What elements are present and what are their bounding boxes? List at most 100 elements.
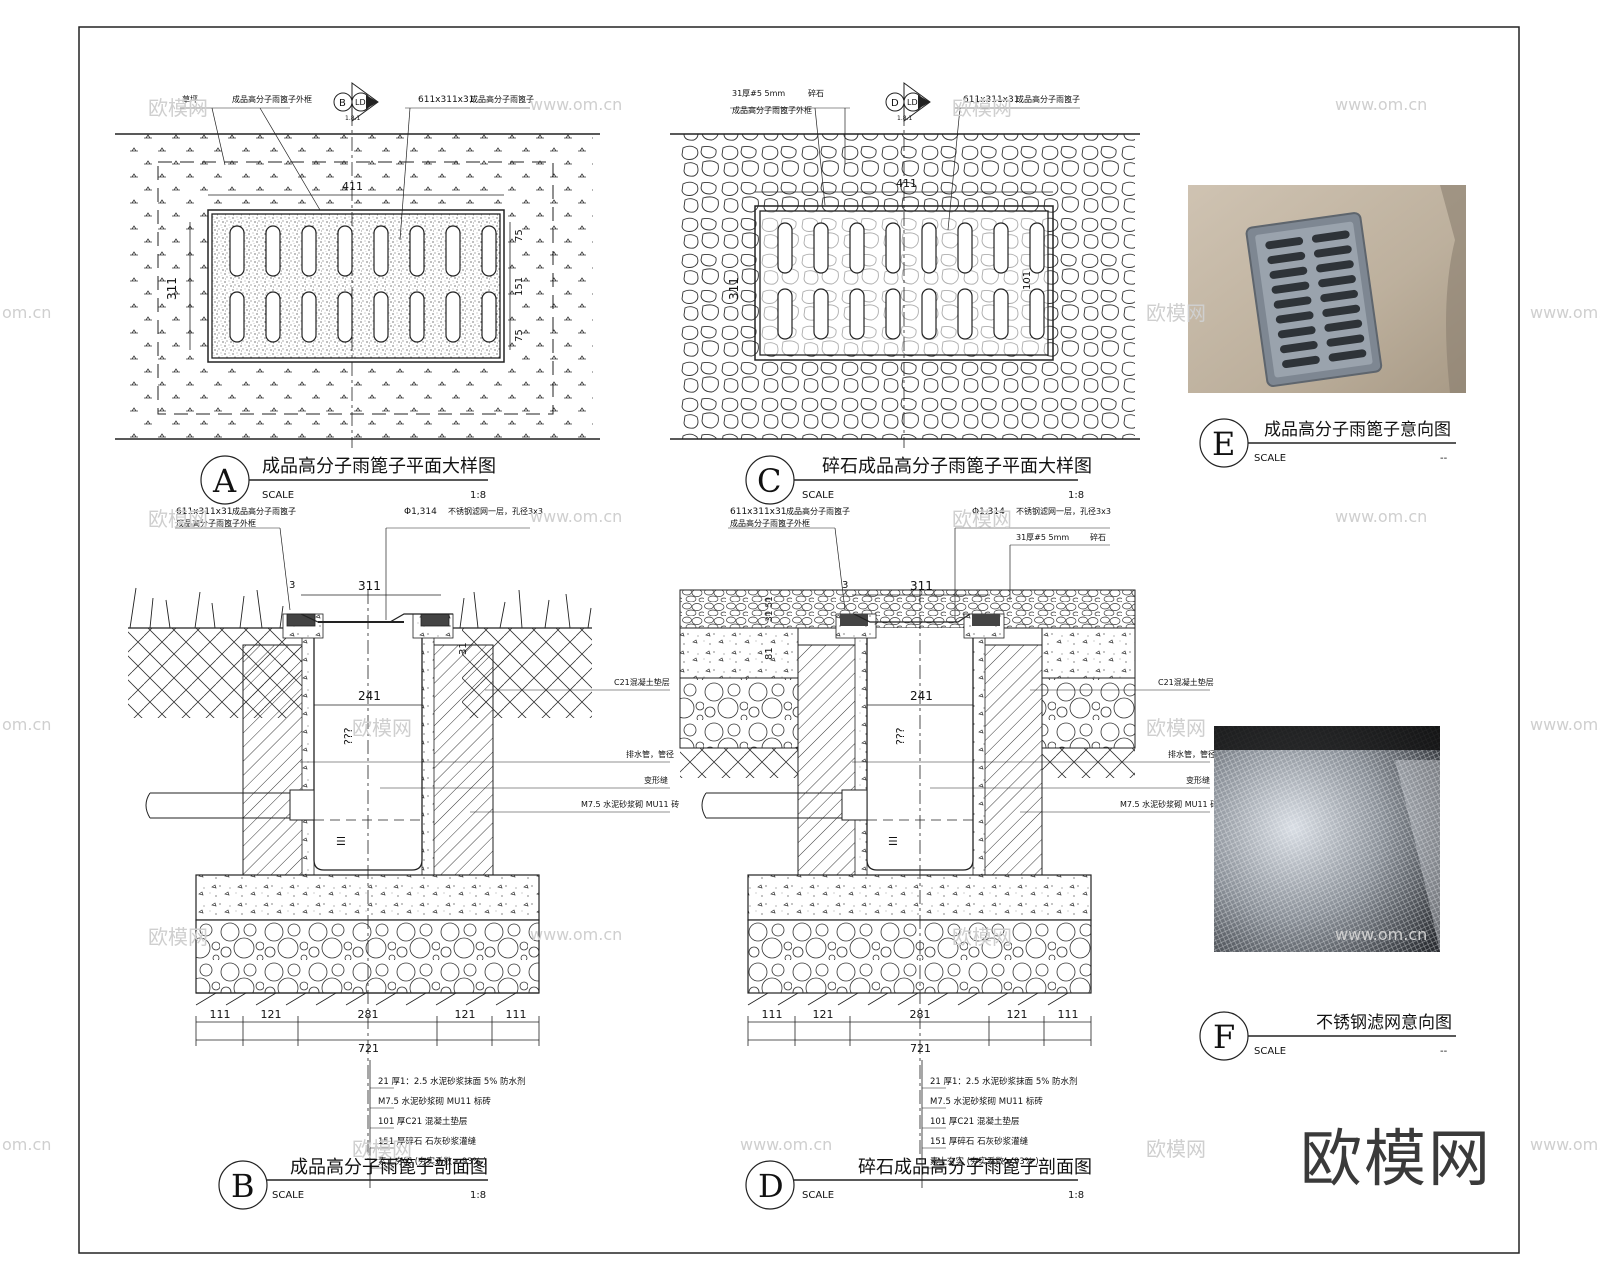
grate-slot (885, 222, 901, 274)
grate-slot (481, 291, 497, 343)
dim-a-75-top: 75 (514, 229, 525, 242)
drawing-title-d: 碎石成品高分子雨篦子剖面图 (858, 1157, 1092, 1178)
grate-slot (813, 222, 829, 274)
drawing-letter-b: B (231, 1167, 255, 1205)
section-ref-c: LD (907, 98, 918, 107)
legend-item: 素土夯实 (夯实系数≥ 93% ) (378, 1156, 487, 1167)
label-b-pipe: Φ1,314 (404, 507, 437, 517)
scale-value-c: 1:8 (1068, 490, 1084, 501)
watermark-url-2: www.om.cn (1335, 95, 1427, 114)
grate-slot (265, 291, 281, 343)
grate-slot (921, 222, 937, 274)
label-d-size: 611x311x31 (730, 507, 786, 517)
label-d-grate: 成品高分子雨篦子 (786, 506, 850, 516)
dim-d-side2: 31 51 (765, 596, 775, 622)
svg-text:☰: ☰ (888, 835, 898, 848)
watermark-url-6: www.om.cn (1530, 715, 1600, 734)
drawing-d-section: 311 241 ??? 3 81 31 51 ☰ 611x311x31 成品高分… (679, 506, 1218, 1210)
drawing-title-f: 不锈钢滤网意向图 (1316, 1013, 1452, 1033)
legend-item: 101 厚C21 混凝土垫层 (930, 1116, 1019, 1127)
drawing-letter-d: D (758, 1167, 784, 1205)
label-b-joint: 变形缝 (644, 775, 668, 785)
grate-slot (1029, 222, 1045, 274)
dim-d-depth: ??? (894, 727, 907, 745)
brand-watermark: 欧模网 (1300, 1122, 1493, 1195)
photo-slot (1311, 230, 1350, 243)
watermarks: 欧模网 www.om.cn 欧模网 www.om.cn om.cn 欧模网 ww… (2, 95, 1600, 1161)
photo-slot (1271, 281, 1310, 294)
grate-slot (777, 288, 793, 340)
grate-slot (813, 288, 829, 340)
photo-slot (1265, 237, 1304, 250)
bottom-dim: 111 (506, 1008, 527, 1021)
grate-slot (849, 288, 865, 340)
legend-item: 素土夯实 (夯实系数≥ 93% ) (930, 1156, 1039, 1167)
scale-label-c: SCALE (802, 490, 834, 501)
drawing-a-plan: 311 151 75 75 411 草坪 成品高分子雨篦子外框 611x311x… (115, 82, 600, 505)
label-d-joint: 变形缝 (1186, 775, 1210, 785)
label-c-grate: 成品高分子雨篦子 (1016, 94, 1080, 104)
label-b-drain: 排水管，管径 (626, 749, 674, 759)
drawing-b-section: 311 241 ??? 3 31 ☰ 611x311x31 成品高分子雨篦子 成… (128, 506, 679, 1210)
label-d-pipe: Φ1,314 (972, 507, 1005, 517)
label-b-frame: 成品高分子雨篦子外框 (176, 518, 256, 528)
watermark-url-10: www.om.cn (1530, 1135, 1600, 1154)
watermark-brand-11: 欧模网 (1146, 1137, 1206, 1161)
dim-c-311: 311 (727, 277, 741, 300)
bottom-dim: 121 (813, 1008, 834, 1021)
grate-slot (301, 225, 317, 277)
grate-slot (849, 222, 865, 274)
drawing-letter-f: F (1213, 1018, 1235, 1056)
label-d-base: C21混凝土垫层 (1158, 677, 1214, 687)
grate-slot (885, 288, 901, 340)
photo-slot (1269, 266, 1308, 279)
label-d-mesh: 不锈钢滤网一层，孔径3x3 (1016, 506, 1111, 516)
section-mark-a: B (339, 98, 346, 109)
grate-slot (409, 225, 425, 277)
grate-slot (373, 291, 389, 343)
label-b-brick: M7.5 水泥砂浆砌 MU11 砖 (581, 799, 679, 809)
label-a-size: 611x311x31 (418, 95, 474, 105)
watermark-url-7: www.om.cn (530, 925, 622, 944)
grate-slot (993, 222, 1009, 274)
scale-value-f: -- (1440, 1046, 1448, 1057)
scale-label-d: SCALE (802, 1190, 834, 1201)
bottom-dim: 121 (1007, 1008, 1028, 1021)
photo-slot (1320, 289, 1358, 303)
photo-slot (1316, 260, 1354, 273)
label-a-frame: 成品高分子雨篦子外框 (232, 94, 312, 104)
photo-slots (1265, 230, 1367, 369)
grate-slot (777, 222, 793, 274)
grate-slot (337, 291, 353, 343)
grate-slot (445, 291, 461, 343)
watermark-brand-2: 欧模网 (952, 96, 1012, 120)
watermark-brand-6: 欧模网 (352, 716, 412, 740)
label-c-stone-thickness: 31厚#5 5mm (732, 89, 785, 98)
section-mark-c: D (891, 98, 899, 109)
watermark-url-5: www.om.cn (1335, 507, 1427, 526)
photo-slot (1267, 251, 1306, 265)
bottom-dim: 111 (762, 1008, 783, 1021)
watermark-url-9: www.om.cn (740, 1135, 832, 1154)
dim-d-small: 3 (842, 580, 848, 591)
label-a-grate: 成品高分子雨篦子 (470, 94, 534, 104)
grate-slot (301, 291, 317, 343)
dim-a-75-bottom: 75 (514, 329, 525, 342)
watermark-brand-9: 欧模网 (952, 925, 1012, 949)
scale-label-b: SCALE (272, 1190, 304, 1201)
watermark-fragment-1: om.cn (2, 303, 51, 322)
bottom-dim: 121 (261, 1008, 282, 1021)
dim-d-top: 311 (910, 579, 933, 593)
bottom-dim: 111 (1058, 1008, 1079, 1021)
label-c-frame: 成品高分子雨篦子外框 (732, 105, 812, 115)
drawing-e-photo: E 成品高分子雨篦子意向图 SCALE -- (1188, 185, 1466, 468)
drawing-title-b: 成品高分子雨篦子剖面图 (290, 1157, 488, 1178)
dim-d-side: 81 (764, 647, 775, 660)
watermark-url-4: www.om.cn (530, 507, 622, 526)
watermark-url-8: www.om.cn (1335, 925, 1427, 944)
photo-slot (1275, 311, 1314, 324)
